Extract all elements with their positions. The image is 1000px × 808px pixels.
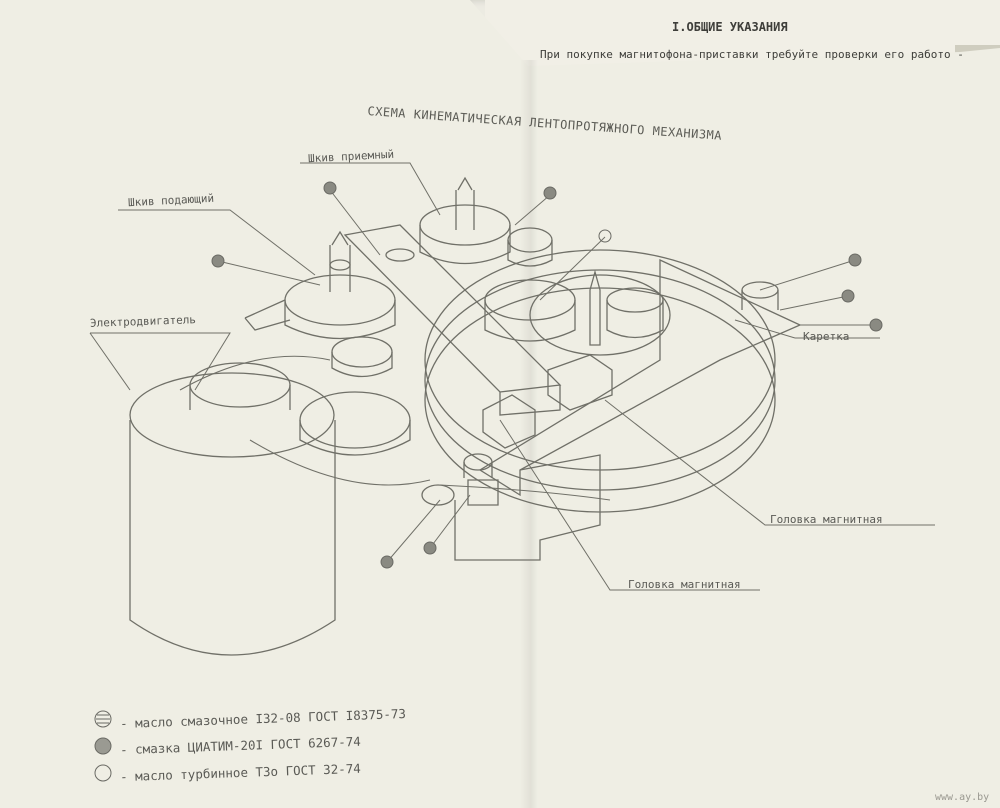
intro-line: При покупке магнитофона-приставки требуй… xyxy=(540,48,964,61)
belts-drawing xyxy=(179,355,611,501)
section-title: I.ОБЩИЕ УКАЗАНИЯ xyxy=(672,20,788,34)
heads-drawing xyxy=(421,354,613,561)
watermark: www.ay.by xyxy=(935,792,990,803)
leader-lines xyxy=(89,162,935,591)
lubrication-markers xyxy=(211,181,883,569)
hatched-circle-icon xyxy=(94,710,112,728)
supply-pulley-drawing xyxy=(244,230,396,378)
page-gutter xyxy=(520,60,538,808)
carriage-drawing xyxy=(478,258,802,497)
lever-drawing xyxy=(343,224,562,416)
label-carriage: Каретка xyxy=(803,330,850,343)
empty-circle-icon xyxy=(94,764,112,782)
filled-circle-icon xyxy=(94,737,112,755)
legend-symbols xyxy=(94,710,112,782)
takeup-pulley-drawing xyxy=(419,176,553,267)
motor-drawing xyxy=(129,362,411,656)
label-head-1: Головка магнитная xyxy=(770,513,883,526)
label-head-2: Головка магнитная xyxy=(628,578,741,591)
